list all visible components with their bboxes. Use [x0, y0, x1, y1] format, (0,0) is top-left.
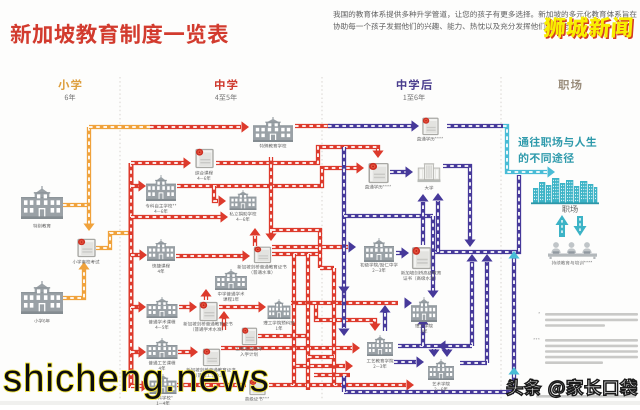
svg-text:shicheng.news: shicheng.news — [3, 358, 270, 400]
